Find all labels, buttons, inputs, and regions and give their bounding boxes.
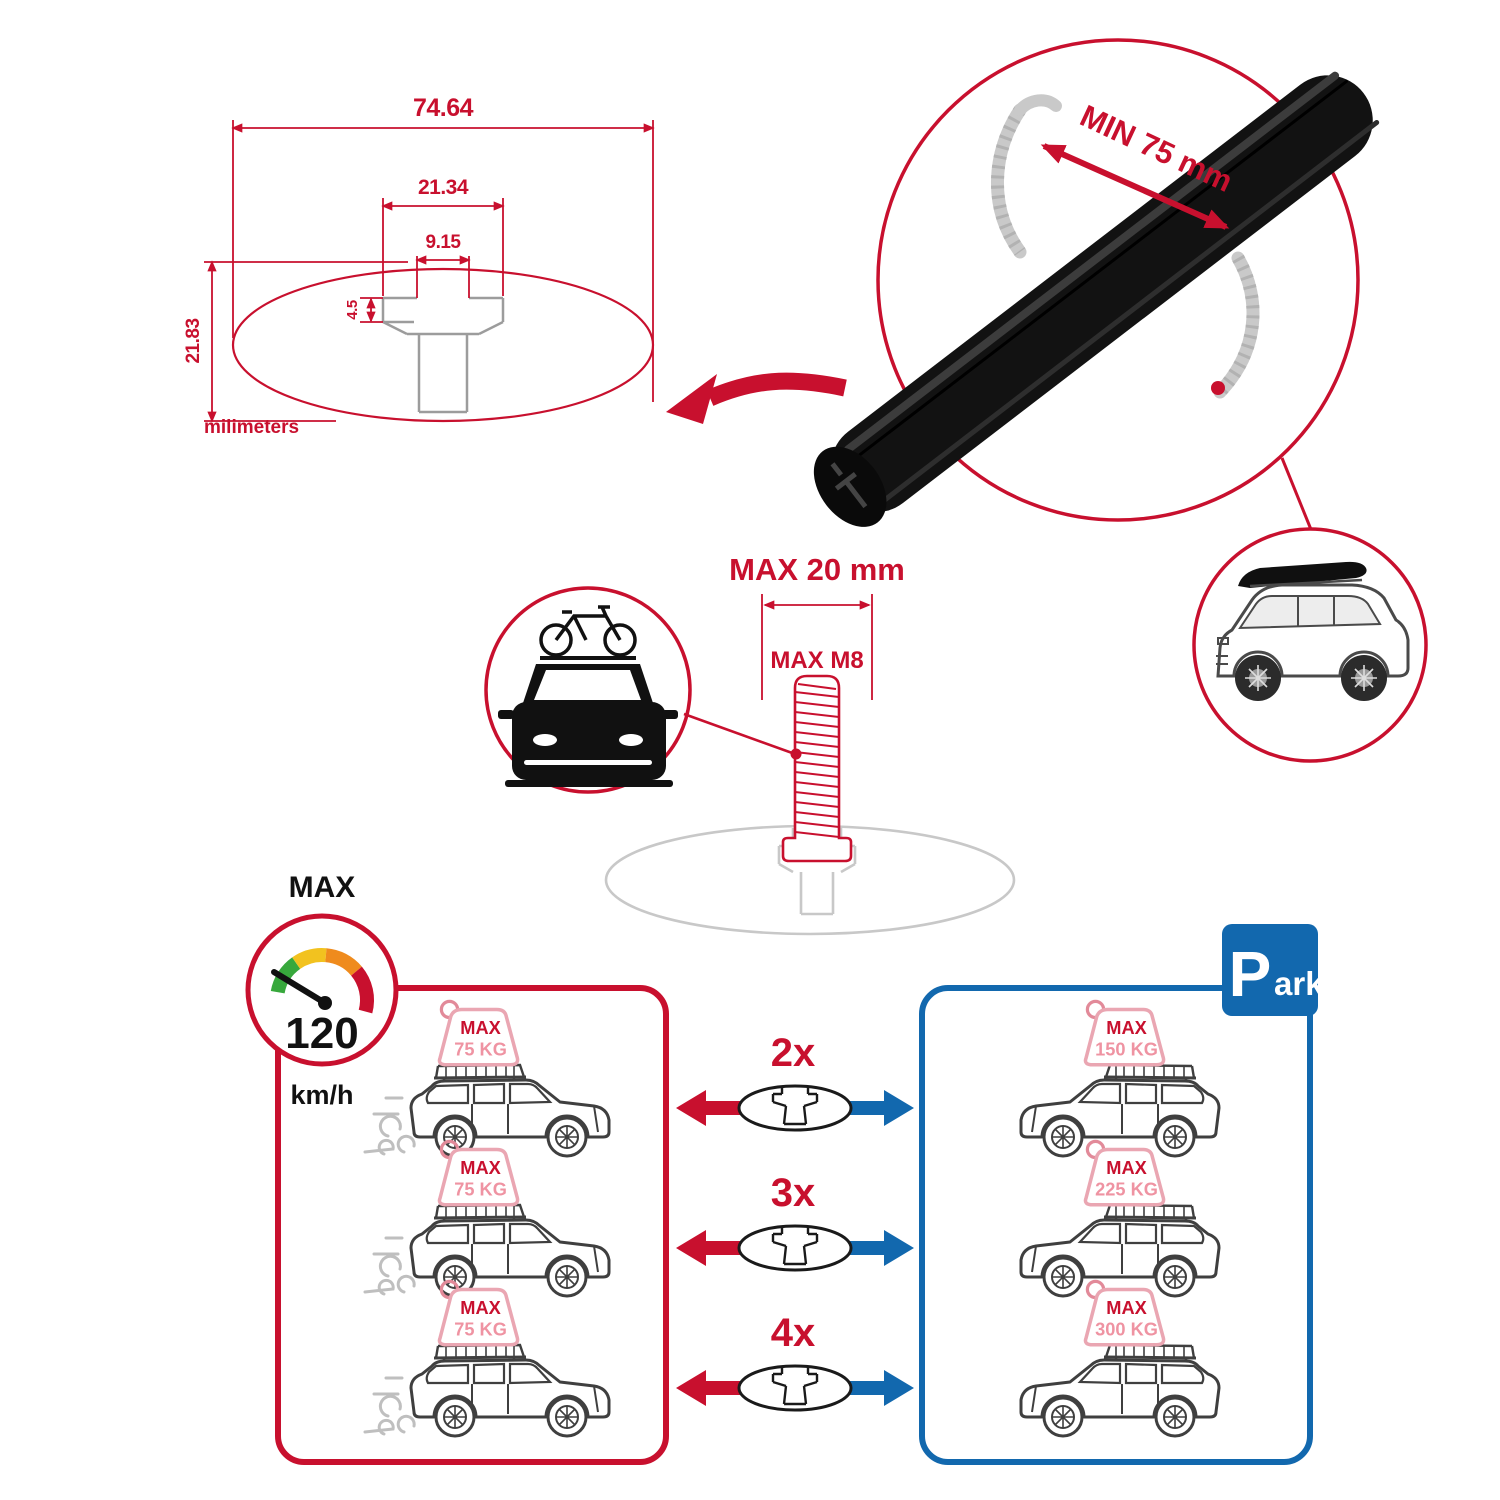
pointer-arrow xyxy=(666,372,847,424)
roof-box-icon xyxy=(1238,561,1367,588)
left-arrow-icon xyxy=(676,1090,740,1126)
crossbar-section-icon xyxy=(737,1084,853,1132)
bike-on-car-circle xyxy=(484,586,692,794)
right-arrow-icon xyxy=(850,1370,914,1406)
dim-slot-width: 9.15 xyxy=(426,232,462,253)
tag-weight-label: 225 KG xyxy=(1095,1179,1158,1199)
tag-weight-label: 75 KG xyxy=(454,1039,507,1059)
profile-ellipse xyxy=(231,267,655,423)
tag-weight-label: 75 KG xyxy=(454,1179,507,1199)
multiplier-row-2: 3x xyxy=(676,1171,914,1272)
pointer-arrowhead-icon xyxy=(666,374,717,424)
gauge-needle-icon xyxy=(271,969,328,1006)
multiplier-row-1: 2x xyxy=(676,1031,914,1132)
bike-on-car-pictogram xyxy=(498,605,678,787)
driving-load-tag-3: MAX 75 KG xyxy=(437,1279,520,1347)
left-arrow-icon xyxy=(676,1370,740,1406)
right-arrow-icon xyxy=(850,1230,914,1266)
tag-max-label: MAX xyxy=(460,1158,501,1178)
clamp-strap-left-icon xyxy=(991,94,1062,259)
crossbar-detail-circle: MIN 75 mm xyxy=(813,38,1380,527)
dim-total-width: 74.64 xyxy=(413,94,474,122)
crossbar-section-icon xyxy=(737,1224,853,1272)
left-arrow-icon xyxy=(676,1230,740,1266)
gauge-arc-icon xyxy=(270,948,375,1014)
crossbar-dimension-drawing: 74.64 21.34 9.15 4.5 21.83 milimeters xyxy=(183,94,655,438)
parked-load-tag-1: MAX 150 KG xyxy=(1083,999,1166,1067)
bolt-connector-dot xyxy=(790,748,802,760)
bolt-max-thread-label: MAX M8 xyxy=(770,647,863,674)
bolt-detail-section: MAX 20 mm MAX M8 xyxy=(484,552,1016,936)
multiplier-label: 2x xyxy=(771,1031,816,1075)
parked-load-tag-2: MAX 225 KG xyxy=(1083,1139,1166,1207)
suv-roofbox-illustration xyxy=(1216,561,1410,701)
tag-max-label: MAX xyxy=(1106,1018,1147,1038)
tag-max-label: MAX xyxy=(460,1018,501,1038)
clamp-strap-right-icon xyxy=(1211,251,1260,399)
tag-max-label: MAX xyxy=(1106,1298,1147,1318)
dim-lip-height: 4.5 xyxy=(344,300,361,320)
park-sign-p: P xyxy=(1229,938,1272,1010)
driving-load-tag-2: MAX 75 KG xyxy=(437,1139,520,1207)
crossbar-section-icon xyxy=(737,1364,853,1412)
parked-load-tag-3: MAX 300 KG xyxy=(1083,1279,1166,1347)
circle-connector-line xyxy=(1280,457,1314,533)
dim-channel-width: 21.34 xyxy=(418,176,469,199)
tag-max-label: MAX xyxy=(1106,1158,1147,1178)
speed-limit-gauge: MAX 120 km/h xyxy=(245,871,399,1110)
dim-total-height: 21.83 xyxy=(183,318,204,363)
right-arrow-icon xyxy=(850,1090,914,1126)
park-sign: P ark xyxy=(1222,924,1324,1016)
speed-value: 120 xyxy=(285,1009,358,1058)
park-sign-ark: ark xyxy=(1274,965,1324,1002)
multiplier-row-3: 4x xyxy=(676,1311,914,1412)
multiplier-label: 3x xyxy=(771,1171,816,1215)
driving-load-tag-1: MAX 75 KG xyxy=(437,999,520,1067)
bolt-connector-line xyxy=(683,712,796,756)
tag-weight-label: 75 KG xyxy=(454,1319,507,1339)
multiplier-label: 4x xyxy=(771,1311,816,1355)
t-bolt-icon xyxy=(781,674,853,863)
speed-max-label: MAX xyxy=(289,871,356,904)
tag-weight-label: 300 KG xyxy=(1095,1319,1158,1339)
tag-max-label: MAX xyxy=(460,1298,501,1318)
profile-channel xyxy=(381,296,505,414)
units-label: milimeters xyxy=(204,417,299,438)
tag-weight-label: 150 KG xyxy=(1095,1039,1158,1059)
speed-unit: km/h xyxy=(290,1080,353,1110)
suv-roofbox-circle xyxy=(1192,527,1428,763)
bolt-max-width-label: MAX 20 mm xyxy=(729,552,905,587)
